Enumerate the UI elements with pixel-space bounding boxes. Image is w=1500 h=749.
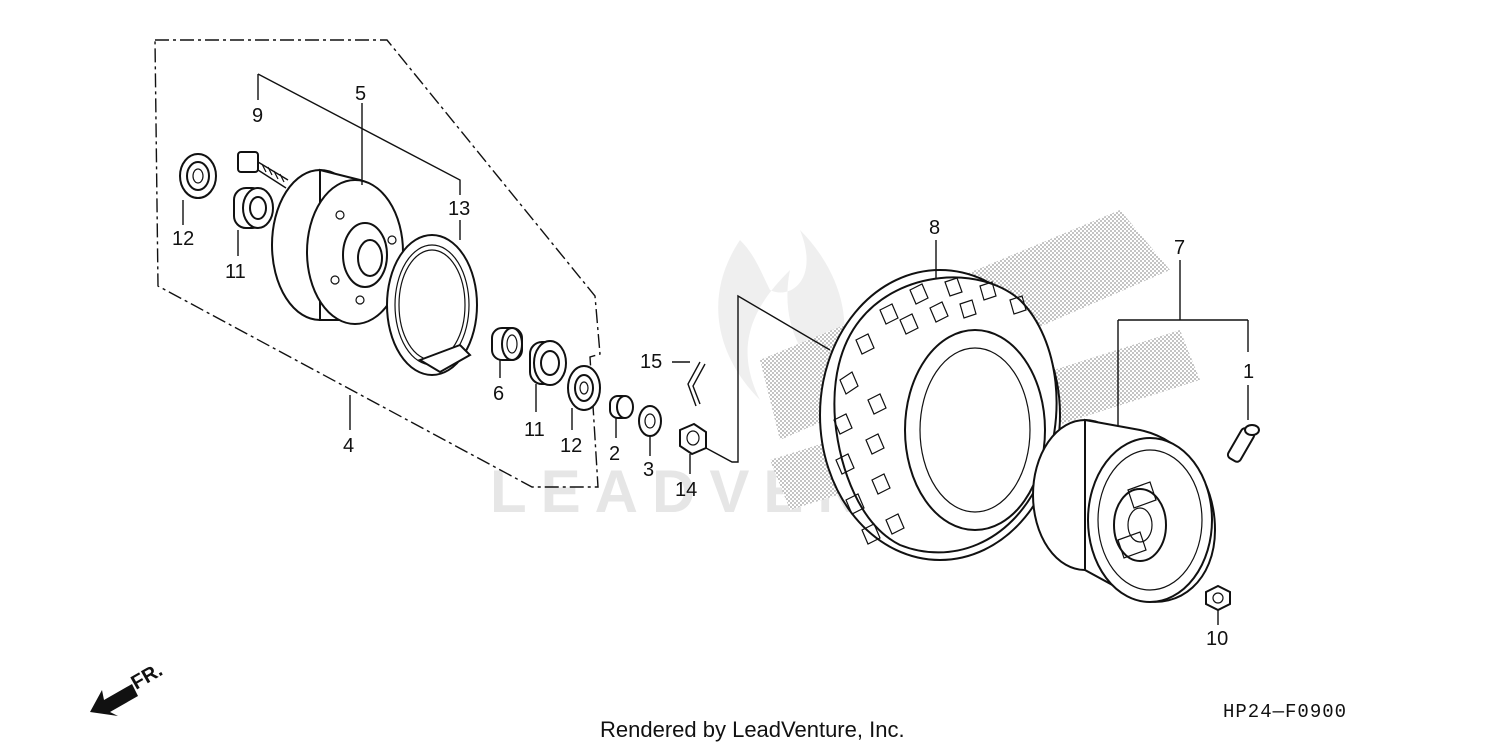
callout-12-left: 12 bbox=[172, 228, 194, 250]
callout-6: 6 bbox=[493, 383, 504, 405]
oil-seal-left bbox=[179, 153, 217, 225]
callout-15: 15 bbox=[640, 351, 662, 373]
tire-tread bbox=[833, 277, 1027, 545]
callout-14: 14 bbox=[675, 479, 697, 501]
radial-bearing-right bbox=[529, 340, 567, 412]
callout-5: 5 bbox=[355, 83, 366, 105]
hub-assembly-bracket bbox=[154, 39, 601, 488]
wheel-rim bbox=[1032, 418, 1217, 603]
tire bbox=[819, 240, 1061, 561]
callout-3: 3 bbox=[643, 459, 654, 481]
callout-13: 13 bbox=[448, 198, 470, 220]
tire-valve bbox=[1226, 385, 1260, 463]
callout-7: 7 bbox=[1174, 237, 1185, 259]
callout-9: 9 bbox=[252, 105, 263, 127]
callout-1: 1 bbox=[1243, 361, 1254, 383]
oil-seal-right bbox=[567, 365, 601, 430]
cotter-pin bbox=[672, 361, 706, 407]
radial-bearing-left bbox=[233, 187, 274, 256]
callout-2: 2 bbox=[609, 443, 620, 465]
distance-collar bbox=[491, 327, 523, 378]
diagram-code: HP24—F0900 bbox=[1223, 701, 1347, 723]
callout-8: 8 bbox=[929, 217, 940, 239]
callout-11-right: 11 bbox=[524, 419, 545, 441]
hub-bolt bbox=[237, 151, 289, 189]
callout-11-left: 11 bbox=[225, 261, 246, 283]
castle-nut bbox=[679, 294, 831, 474]
side-collar bbox=[609, 395, 634, 438]
wheel-hub bbox=[271, 103, 404, 325]
brake-ring bbox=[386, 220, 478, 376]
callout-4: 4 bbox=[343, 435, 354, 457]
front-direction-indicator: FR. bbox=[90, 659, 166, 716]
render-credit: Rendered by LeadVenture, Inc. bbox=[600, 717, 905, 742]
front-arrow-icon bbox=[90, 684, 138, 716]
washer bbox=[638, 405, 662, 456]
rim-bracket bbox=[1117, 260, 1249, 430]
callout-12-right: 12 bbox=[560, 435, 582, 457]
wheel-nut bbox=[1205, 584, 1231, 625]
callout-10: 10 bbox=[1206, 628, 1228, 650]
